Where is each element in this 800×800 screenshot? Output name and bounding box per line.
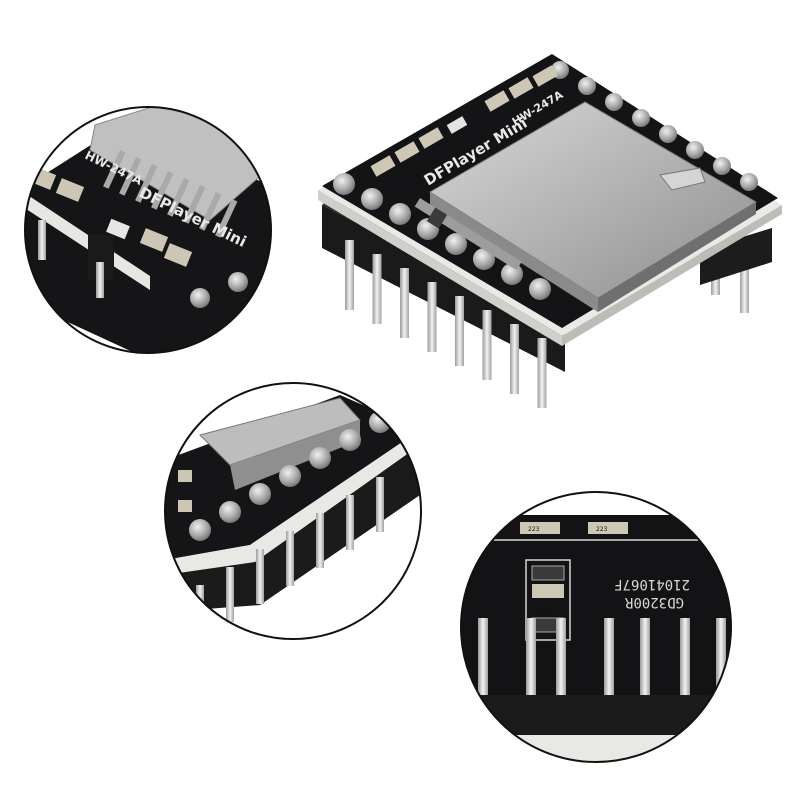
solder-pad	[686, 141, 704, 159]
header-pin	[716, 618, 726, 696]
solder-pad	[339, 429, 361, 451]
header-pin	[372, 254, 382, 324]
microsd-slot	[414, 101, 757, 312]
zoom-circle-outline	[460, 491, 732, 763]
zoom-view-middle	[164, 382, 422, 640]
header-pin	[376, 477, 384, 532]
solder-pad	[659, 125, 677, 143]
smd-components	[370, 65, 558, 177]
slot-contact	[135, 164, 158, 203]
zoom-view-bottom-right: 223 223 21041067F GD3200R 472 472	[460, 491, 732, 763]
solder-pad	[445, 233, 467, 255]
zoom-circle-outline	[24, 106, 272, 354]
resistor-code-3: 472	[540, 607, 552, 614]
header-pin	[345, 240, 354, 310]
solder-pad	[740, 173, 758, 191]
zoom-view-top-left: DFPlayer Mini HW-247A	[24, 106, 272, 354]
resistor-code-4: 472	[540, 645, 552, 652]
header-pin	[604, 618, 614, 696]
solder-pad	[713, 157, 731, 175]
header-pin	[680, 618, 690, 696]
slot-contact	[215, 199, 238, 238]
header-pin	[226, 567, 234, 622]
br-pins	[478, 618, 726, 696]
header-pin	[400, 268, 409, 338]
resistor-code-2: 223	[596, 526, 608, 533]
header-pin	[640, 618, 650, 696]
header-pin	[455, 296, 464, 366]
header-pin	[510, 324, 519, 394]
front-solder-pads	[333, 173, 551, 300]
solder-pad	[529, 278, 551, 300]
header-pin	[427, 282, 437, 352]
back-solder-pads	[551, 61, 758, 191]
header-pin	[316, 513, 324, 568]
solder-pad	[473, 248, 495, 270]
slot-contact	[183, 185, 206, 224]
solder-pad	[578, 77, 596, 95]
solder-pad	[309, 447, 331, 469]
slot-contact	[103, 150, 126, 189]
solder-pad	[632, 109, 650, 127]
header-pin	[196, 585, 204, 639]
front-pins	[345, 240, 547, 408]
zoom-circle-outline	[164, 382, 422, 640]
header-pin	[346, 495, 354, 550]
slot-contact	[199, 192, 222, 231]
slot-contacts	[103, 150, 238, 238]
right-pins	[700, 228, 772, 313]
solder-pad	[189, 519, 211, 541]
header-pin	[256, 549, 264, 604]
chip-marking-line2: GD3200R	[624, 594, 684, 610]
slot-contact	[151, 171, 174, 210]
solder-pad	[389, 203, 411, 225]
slot-contact	[119, 157, 142, 196]
solder-pad	[279, 465, 301, 487]
header-pin	[556, 618, 566, 696]
header-pin	[286, 531, 294, 586]
solder-pad	[333, 173, 355, 195]
header-pin	[537, 338, 547, 408]
header-pin	[526, 618, 536, 696]
solder-pad	[369, 411, 391, 433]
solder-pad	[361, 188, 383, 210]
header-pin	[478, 618, 488, 696]
resistor-code-1: 223	[528, 526, 540, 533]
solder-pad	[501, 263, 523, 285]
solder-pad	[605, 93, 623, 111]
main-module: DFPlayer Mini HW-247A	[318, 54, 782, 408]
slot-contact	[167, 178, 190, 217]
solder-pad	[249, 483, 271, 505]
header-pin	[482, 310, 492, 380]
chip-marking-line1: 21041067F	[614, 576, 690, 592]
solder-pad	[219, 501, 241, 523]
